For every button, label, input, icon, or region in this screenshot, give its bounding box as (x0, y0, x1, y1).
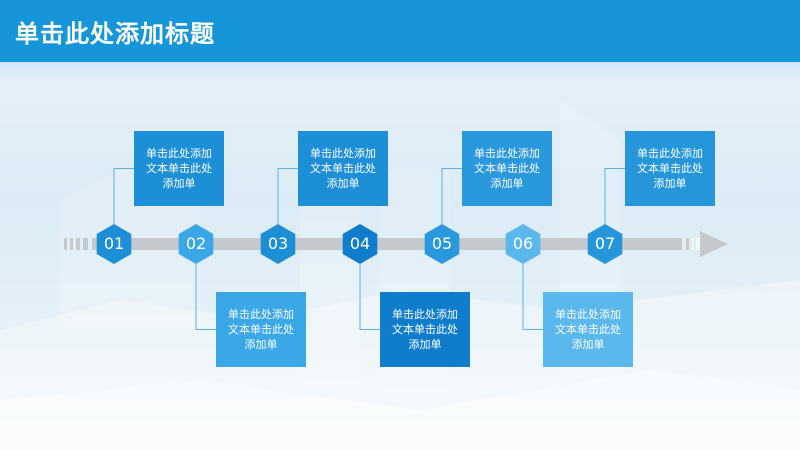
step-textbox[interactable]: 单击此处添加文本单击此处添加单 (134, 131, 224, 206)
arrow-head-gap (689, 238, 693, 250)
step-hexagon (505, 224, 541, 264)
connector-line (113, 168, 134, 224)
arrow-tail-dash (76, 238, 80, 250)
step-text: 单击此处添加文本单击此处添加单 (392, 308, 458, 351)
connector-line (522, 264, 543, 330)
step-textbox[interactable]: 单击此处添加文本单击此处添加单 (298, 131, 388, 206)
connector-line (604, 168, 625, 224)
step-textbox[interactable]: 单击此处添加文本单击此处添加单 (462, 131, 552, 206)
arrow-tail-dash (83, 238, 88, 250)
connector-line (277, 168, 298, 224)
step-number: 01 (103, 234, 125, 253)
step-hexagon (424, 224, 460, 264)
connector-line (359, 264, 380, 330)
step-number: 02 (185, 234, 207, 253)
connector-line (195, 264, 216, 330)
step-text: 单击此处添加文本单击此处添加单 (637, 147, 703, 190)
step-text: 单击此处添加文本单击此处添加单 (474, 147, 540, 190)
step-text: 单击此处添加文本单击此处添加单 (310, 147, 376, 190)
step-text: 单击此处添加文本单击此处添加单 (146, 147, 212, 190)
step-hexagon (178, 224, 214, 264)
arrow-tail-dash (64, 238, 67, 250)
step-textbox[interactable]: 单击此处添加文本单击此处添加单 (380, 292, 470, 367)
connector-line (441, 168, 462, 224)
step-text: 单击此处添加文本单击此处添加单 (555, 308, 621, 351)
step-text: 单击此处添加文本单击此处添加单 (228, 308, 294, 351)
step-textbox[interactable]: 单击此处添加文本单击此处添加单 (625, 131, 715, 206)
step-textbox[interactable]: 单击此处添加文本单击此处添加单 (543, 292, 633, 367)
arrow-head-gap (696, 238, 700, 250)
arrow-tail-dash (70, 238, 73, 250)
step-number: 04 (349, 234, 371, 253)
step-number: 07 (594, 234, 616, 253)
step-number: 06 (512, 234, 534, 253)
timeline-arrow-head (700, 231, 728, 257)
slide-title[interactable]: 单击此处添加标题 (15, 20, 215, 48)
timeline-arrow-bar (92, 238, 692, 250)
step-number: 03 (267, 234, 289, 253)
header-fade (0, 62, 800, 82)
step-hexagon (342, 224, 378, 264)
arrow-head-gap (682, 238, 686, 250)
step-textbox[interactable]: 单击此处添加文本单击此处添加单 (216, 292, 306, 367)
header-bar: 单击此处添加标题 (0, 0, 800, 62)
step-hexagon (260, 224, 296, 264)
step-hexagon (587, 224, 623, 264)
step-number: 05 (431, 234, 453, 253)
step-hexagon (96, 224, 132, 264)
